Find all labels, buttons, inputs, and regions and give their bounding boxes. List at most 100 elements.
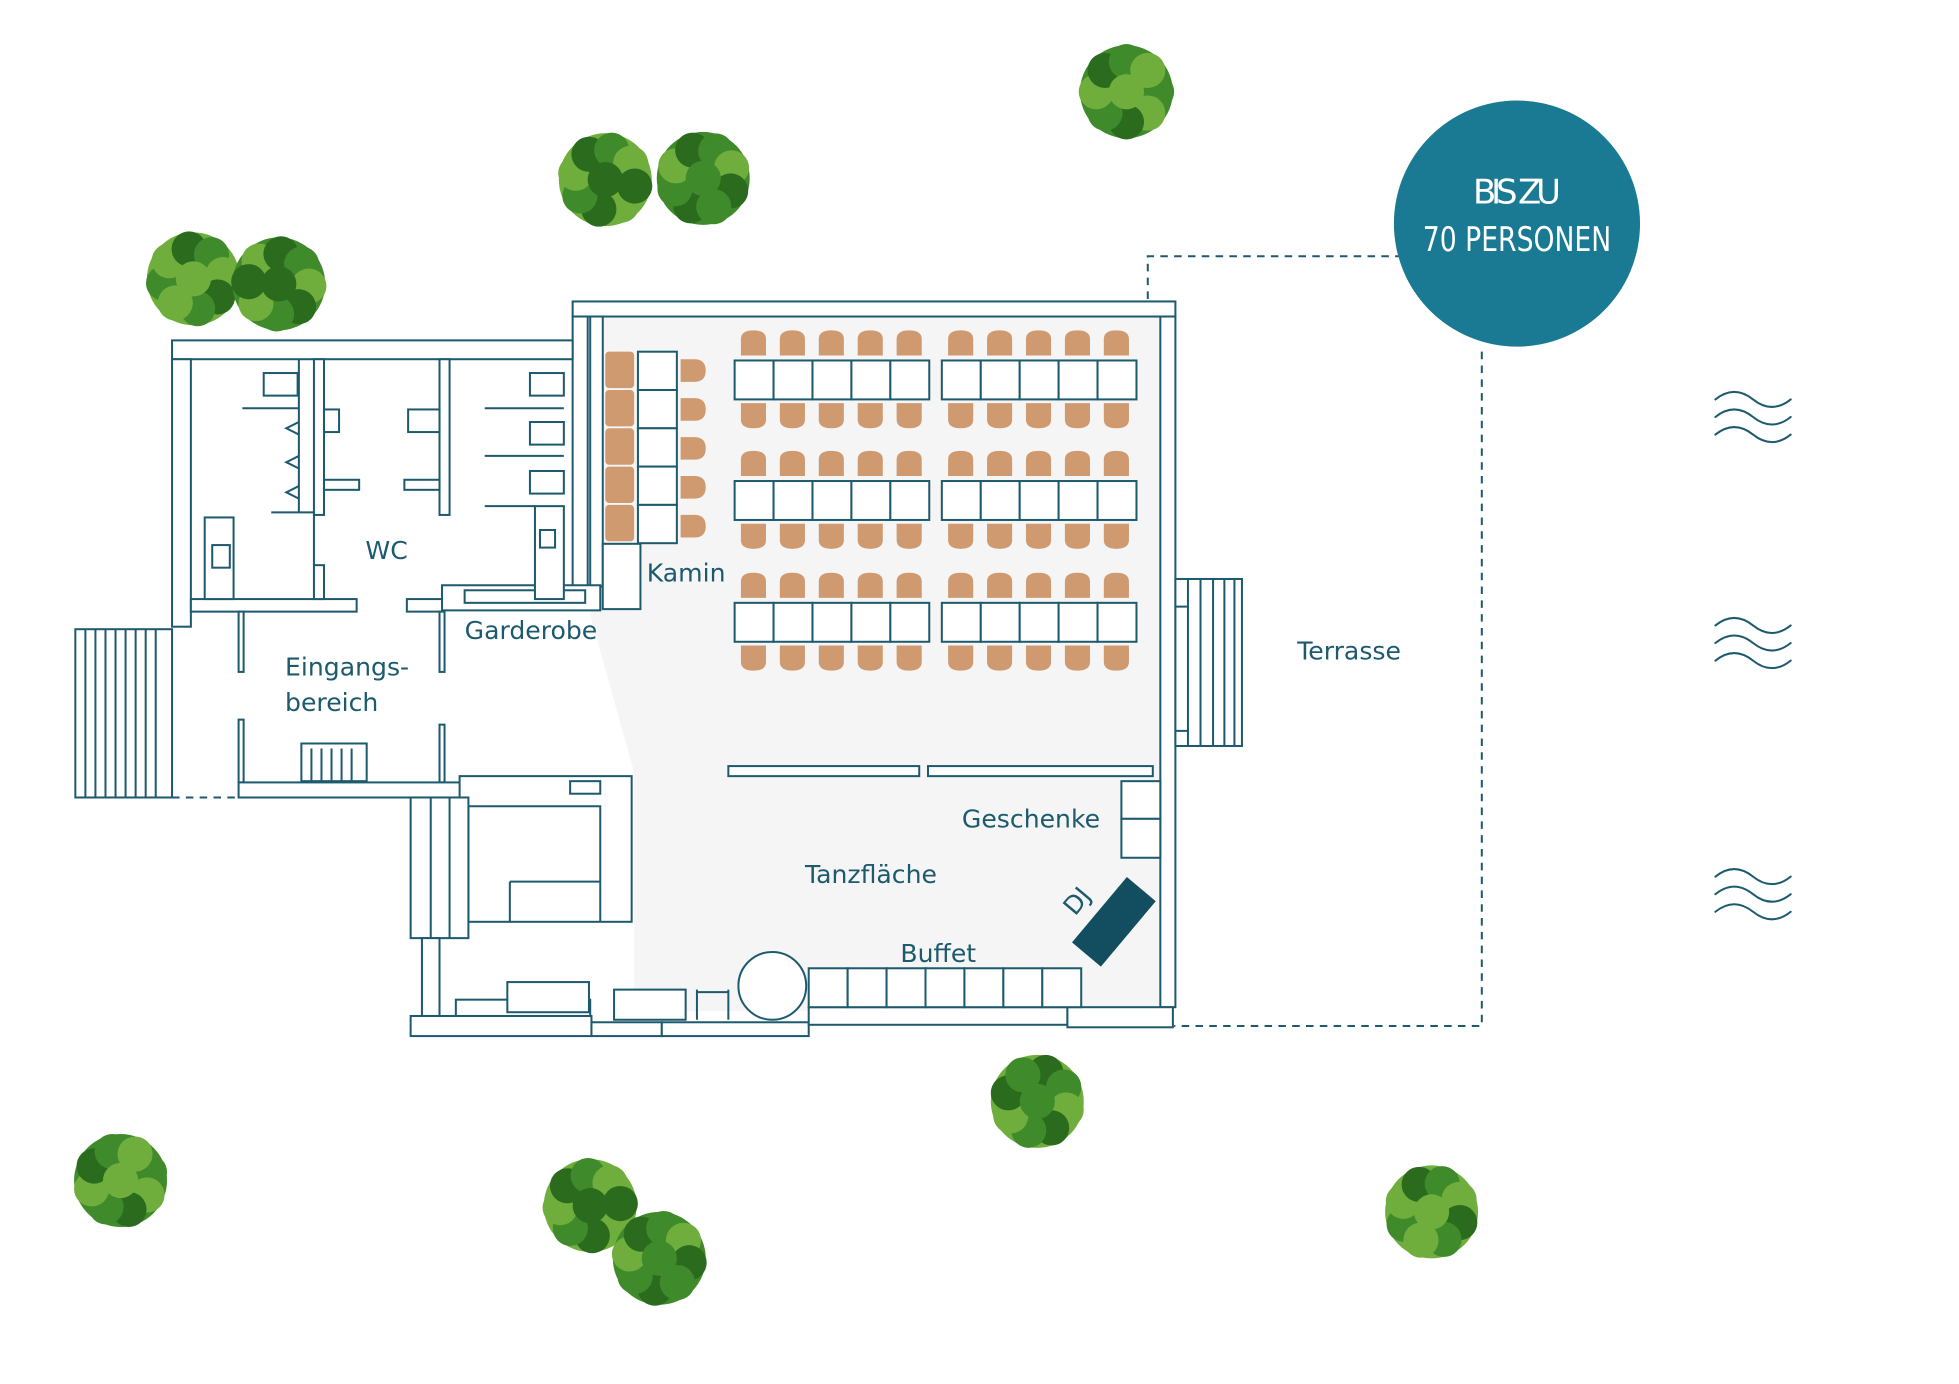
chair [948,403,974,429]
chair [987,523,1013,549]
wave-icon [1714,390,1792,408]
wave-icon [1714,652,1792,670]
chair [779,645,805,671]
chair [779,523,805,549]
chair [818,645,844,671]
chair [857,523,883,549]
tree-leaf [617,168,653,204]
tree-leaf [572,1188,608,1224]
chair [896,523,922,549]
tree-leaf [587,162,623,198]
chair [1103,403,1129,429]
chair [680,359,706,382]
table [889,601,931,643]
chair [857,403,883,429]
round-table [737,950,808,1021]
label-garderobe: Garderobe [465,616,598,645]
chair [740,450,767,477]
buffet-table [807,967,849,1009]
wave-icon [1714,426,1792,444]
label-wc: WC [365,536,407,565]
kamin-seating [605,350,706,545]
chair [680,437,706,460]
chair [680,476,706,499]
chair [1025,450,1052,477]
chair [740,523,767,549]
badge-line-2: 70 PERSONEN [1423,220,1611,259]
label-eingang-1: Eingangs- [285,653,409,682]
table [1057,480,1099,521]
table [979,601,1021,643]
chair [896,645,922,671]
label-kamin: Kamin [647,558,726,587]
table [940,480,982,521]
tree-icon [74,1133,168,1228]
chair [680,514,706,538]
tree-leaf [261,266,297,302]
chair [1025,645,1052,671]
chair [857,450,883,477]
wave-icon [1714,885,1792,903]
label-buffet: Buffet [900,939,976,968]
buffet-table [1041,967,1083,1009]
chair [779,330,805,356]
wave-icon [1714,868,1792,886]
chair [987,645,1013,671]
chair [987,450,1013,477]
table [636,388,678,430]
chair [896,330,922,356]
buffet-table [963,967,1005,1009]
table [1018,601,1060,643]
chair [948,330,974,356]
chair [1025,403,1052,429]
chair [1064,645,1091,671]
chair [1103,645,1129,671]
table [772,359,814,401]
chair [1025,523,1052,549]
chair [779,403,805,429]
table [1057,359,1099,401]
table [940,601,982,643]
label-tanzflaeche: Tanzfläche [804,860,937,889]
table [979,480,1021,521]
chair [987,330,1013,356]
chair [818,330,844,356]
table [733,601,775,643]
trees [74,44,1479,1306]
entrance-stairs [74,628,174,799]
table [772,601,814,643]
banquet-tables [733,330,1138,671]
tree-leaf [1019,1083,1055,1119]
water-wave-icons [1714,390,1792,921]
tree-leaf [1130,52,1166,89]
tree-leaf [602,1185,638,1222]
tree-leaf [685,160,721,196]
chair [896,450,922,477]
chair [948,450,974,477]
buffet-tables [807,967,1083,1009]
wave-icon [1714,408,1792,426]
capacity-badge: BIS ZU 70 PERSONEN [1393,100,1641,347]
tree-icon [231,236,327,332]
kamin-bench [605,504,635,542]
buffet-table [846,967,888,1009]
table [636,465,678,506]
chair [1103,523,1129,549]
terrace-stairs [1174,577,1243,748]
chair [1064,572,1091,598]
wave-icon [1714,616,1792,634]
chair [740,403,767,429]
badge-line-1: BIS ZU [1473,173,1561,212]
chair [896,403,922,429]
kamin-bench [605,428,635,465]
chair [740,330,767,356]
tree-leaf [102,1162,139,1199]
tree-leaf [1005,1057,1041,1093]
chair [818,450,844,477]
tree-icon [990,1054,1084,1148]
tree-leaf [641,1240,677,1276]
table [636,350,678,391]
table [733,480,775,521]
chair [818,572,844,598]
chair [1064,403,1091,429]
